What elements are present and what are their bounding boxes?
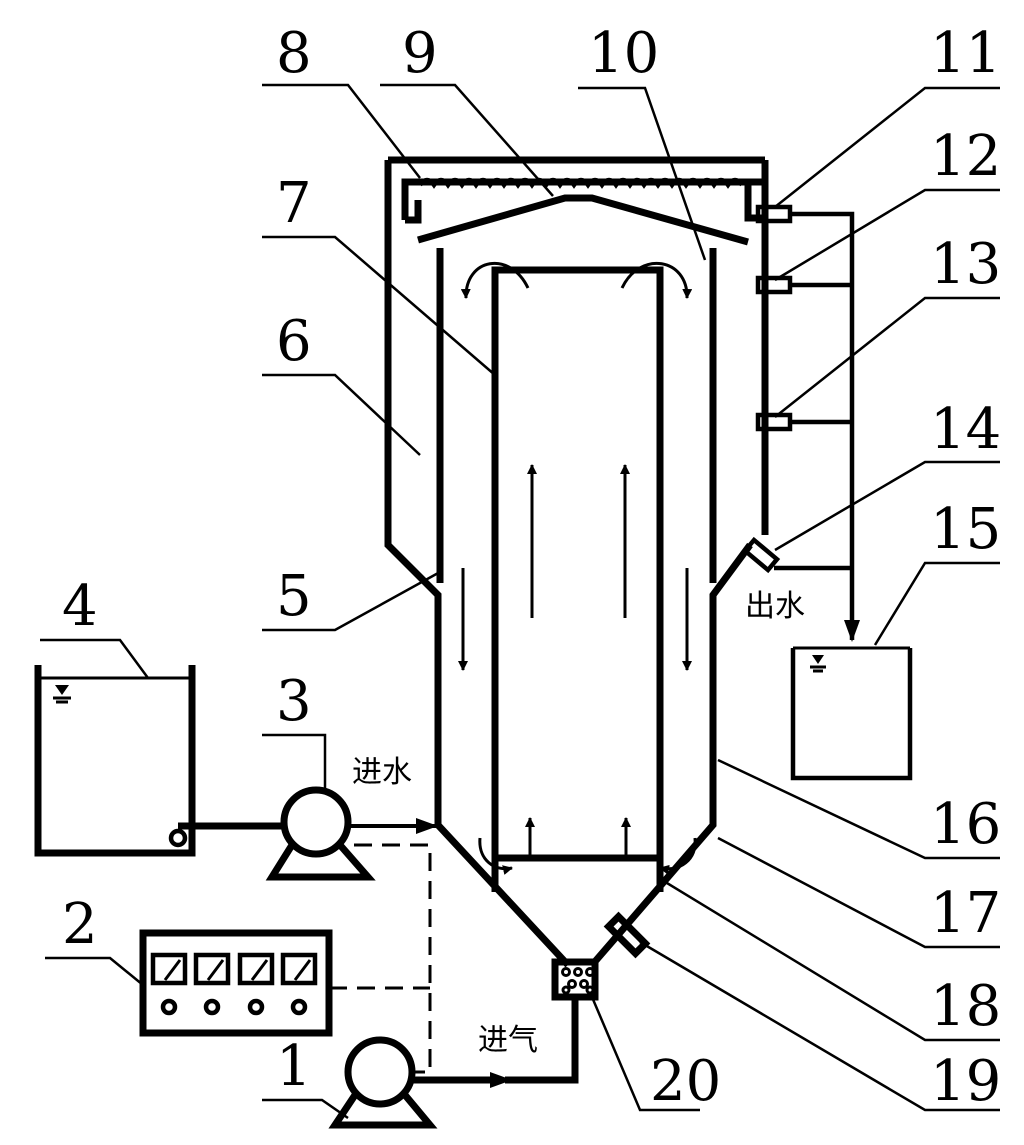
water-level-icon [53, 685, 71, 704]
separator-hood [417, 194, 749, 246]
number-labels: 8 9 10 11 12 7 13 6 14 15 5 4 3 16 17 2 … [62, 21, 1001, 1114]
label-15: 15 [930, 497, 1001, 562]
water-in-label: 进水 [352, 755, 412, 790]
label-7: 7 [276, 171, 312, 236]
label-11: 11 [930, 21, 1001, 86]
label-4: 4 [62, 574, 98, 639]
label-1: 1 [276, 1034, 312, 1099]
label-13: 13 [930, 232, 1001, 297]
label-9: 9 [402, 21, 438, 86]
flow-curve-arrow [478, 837, 513, 875]
flow-curve-arrow [620, 261, 693, 299]
corrugated-membrane [418, 177, 744, 189]
control-box [139, 929, 333, 1037]
water-level-icon [810, 655, 826, 673]
label-6: 6 [276, 309, 312, 374]
label-18: 18 [930, 974, 1001, 1039]
water-out-label: 出水 [745, 589, 805, 624]
leader-lines [40, 83, 1000, 1120]
tank-outlet [168, 828, 188, 848]
outlet-pipe [790, 211, 855, 640]
label-19: 19 [930, 1049, 1001, 1114]
cone-valve [603, 911, 651, 959]
feed-tank [34, 665, 196, 857]
label-16: 16 [930, 792, 1001, 857]
flow-curve-arrow [659, 837, 697, 875]
label-10: 10 [588, 21, 659, 86]
gas-diffuser [551, 958, 599, 1001]
label-8: 8 [276, 21, 312, 86]
label-14: 14 [930, 397, 1001, 462]
control-wiring [354, 843, 432, 1074]
feed-pump [265, 786, 376, 881]
label-2: 2 [62, 892, 98, 957]
draft-tube [491, 266, 664, 862]
label-17: 17 [930, 881, 1001, 946]
effluent-tank [790, 648, 913, 781]
air-in-label: 进气 [478, 1023, 538, 1058]
flow-curve-arrow [460, 261, 530, 299]
reactor-shell [384, 156, 769, 968]
label-3: 3 [276, 669, 312, 734]
label-5: 5 [276, 564, 312, 629]
label-12: 12 [930, 124, 1001, 189]
label-20: 20 [650, 1049, 721, 1114]
